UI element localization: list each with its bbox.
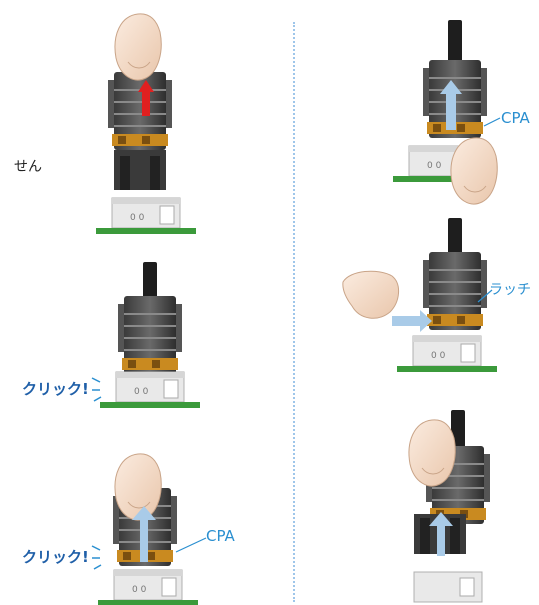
latch-label: ラッチ: [489, 282, 531, 298]
right-step1-figure: [392, 20, 501, 205]
left-step1-figure: [95, 13, 197, 235]
cpa-label-left: CPA: [206, 527, 235, 545]
column-divider: [293, 22, 295, 602]
right-step3-figure: [408, 410, 491, 603]
right-step2-figure: [342, 218, 498, 373]
cropped-text-fragment: せん: [14, 159, 42, 175]
click-label-step2: クリック!: [22, 380, 89, 398]
left-step2-figure: [91, 262, 201, 409]
left-step3-figure: [91, 453, 207, 605]
cpa-label-right: CPA: [501, 109, 530, 127]
click-label-step3: クリック!: [22, 548, 89, 566]
